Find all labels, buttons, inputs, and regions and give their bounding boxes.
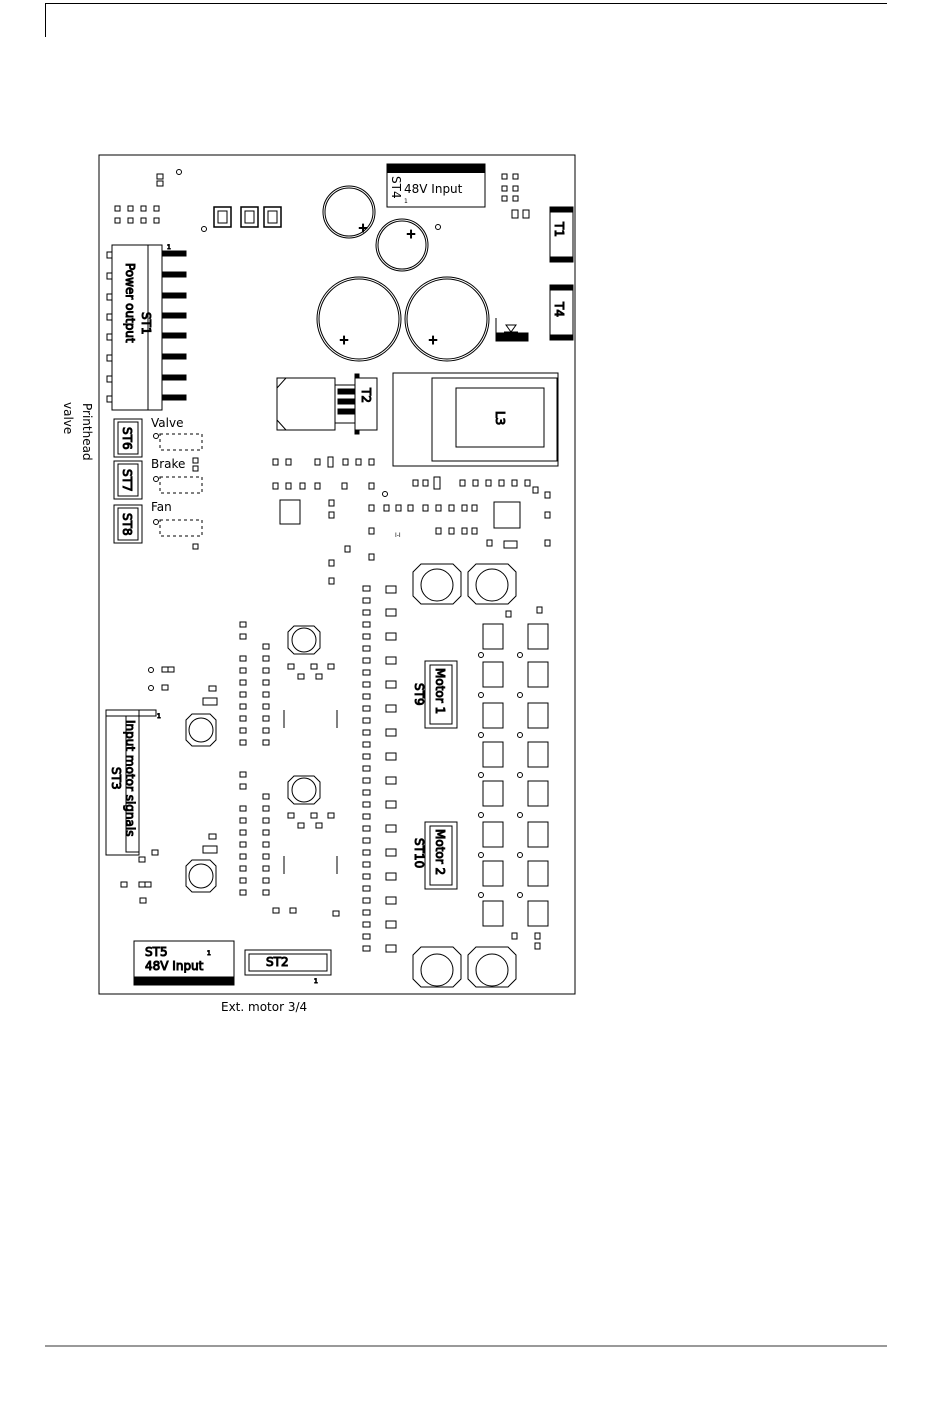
- caps-small-top: [214, 207, 281, 227]
- st1-label: ST1: [139, 312, 153, 335]
- svg-text:+: +: [339, 333, 349, 347]
- t4-label: T4: [552, 301, 566, 317]
- st1-power-output-connector: ST1 Power output 1: [107, 244, 186, 410]
- printhead-label: Printhead: [80, 403, 94, 461]
- st7-connector: ST7: [114, 461, 142, 499]
- diode: [496, 318, 528, 341]
- svg-text:1: 1: [207, 950, 211, 957]
- svg-text:1: 1: [314, 978, 318, 985]
- pads-top-left: [115, 170, 207, 232]
- transistor-t1: T1: [550, 207, 573, 262]
- st4-connector: ST4 48V Input 1: [387, 164, 485, 207]
- regulator-t2: T2: [277, 374, 377, 434]
- st5-label: ST5: [145, 945, 168, 959]
- st2-connector: ST2 1: [245, 950, 331, 985]
- caps-motor-top: [413, 564, 516, 604]
- t2-label: T2: [359, 387, 373, 403]
- caps-left: [149, 667, 218, 892]
- svg-text:1: 1: [167, 244, 171, 251]
- svg-text:+: +: [428, 333, 438, 347]
- fan-label: Fan: [151, 500, 172, 514]
- jumpers-valve-brake-fan: [160, 434, 202, 536]
- svg-text:+: +: [358, 221, 368, 235]
- st6-connector: ST6: [114, 419, 142, 457]
- caps-motor-bottom: [413, 947, 516, 987]
- input-motor-signals-label: Input motor signals: [123, 720, 137, 836]
- st5-input-label: 48V Input: [145, 959, 204, 973]
- valve-label: Valve: [151, 416, 183, 430]
- l3-label: L3: [493, 411, 507, 425]
- motor2-label: Motor 2: [433, 829, 447, 875]
- t1-label: T1: [552, 221, 566, 237]
- footer-rule: [45, 1345, 887, 1347]
- caps-middle-left: [284, 626, 337, 874]
- motor1-label: Motor 1: [433, 668, 447, 714]
- motor2-connector: Motor 2 ST10: [412, 822, 457, 889]
- ext-motor-label: Ext. motor 3/4: [221, 1000, 307, 1014]
- valve-side-label: valve: [61, 402, 75, 434]
- st8-label: ST8: [120, 513, 134, 536]
- svg-text:+: +: [406, 227, 416, 241]
- st8-connector: ST8: [114, 505, 142, 543]
- inductor-l3: L3: [393, 373, 558, 466]
- mosfet-array: [479, 607, 549, 949]
- power-output-label: Power output: [123, 263, 137, 343]
- st3-label: ST3: [109, 767, 123, 790]
- st4-input-label: 48V Input: [404, 182, 463, 196]
- st6-label: ST6: [120, 427, 134, 450]
- st5-connector: ST5 48V Input 1: [134, 941, 234, 985]
- st3-connector: Input motor signals ST3 1: [106, 710, 161, 903]
- pad-column-b: [386, 586, 396, 952]
- pads-top-right: [502, 174, 529, 218]
- st10-label: ST10: [412, 838, 426, 868]
- st4-label: ST4: [389, 176, 403, 199]
- pad-column-left: [240, 622, 339, 916]
- st7-label: ST7: [120, 469, 134, 492]
- electrolytic-capacitors: + + + +: [317, 186, 489, 361]
- st9-label: ST9: [412, 683, 426, 706]
- pad-column-a: [363, 586, 370, 951]
- st2-label: ST2: [266, 955, 289, 969]
- motor1-connector: Motor 1 ST9: [412, 661, 457, 728]
- svg-text:1: 1: [157, 713, 161, 720]
- brake-label: Brake: [151, 457, 185, 471]
- st4-pin1: 1: [404, 198, 408, 205]
- transistor-t4: T4: [550, 285, 573, 340]
- svg-text:I-I: I-I: [395, 532, 401, 539]
